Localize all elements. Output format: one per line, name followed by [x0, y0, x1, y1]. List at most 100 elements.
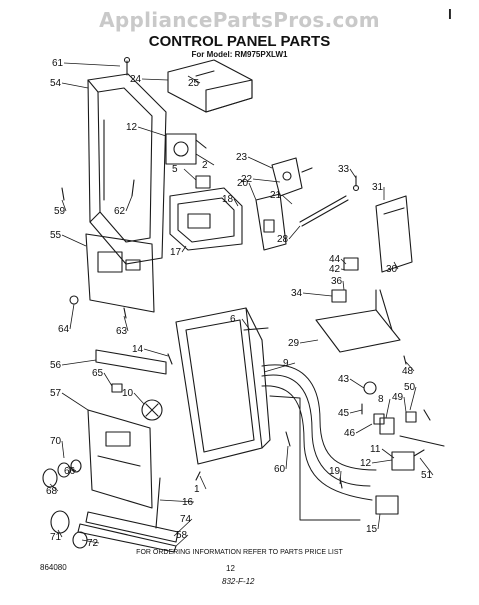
part-strip-74	[77, 511, 179, 553]
leader-line	[187, 75, 201, 84]
callout-59: 59	[54, 206, 66, 217]
leader-line	[342, 280, 345, 291]
leader-line	[81, 539, 100, 544]
leader-line	[340, 268, 347, 271]
callout-68: 68	[46, 486, 58, 497]
leader-line	[125, 195, 133, 212]
callout-49: 49	[392, 392, 404, 403]
callout-60: 60	[274, 464, 286, 475]
leader-line	[302, 292, 333, 297]
callout-65: 65	[92, 368, 104, 379]
callout-16: 16	[182, 497, 194, 508]
leader-line	[141, 78, 169, 81]
leader-line	[233, 198, 239, 207]
callout-72: 72	[87, 538, 99, 549]
callout-63: 63	[116, 326, 128, 337]
callout-51: 51	[421, 470, 433, 481]
callout-15: 15	[366, 524, 378, 535]
callout-55: 55	[50, 230, 62, 241]
part-rod-28	[299, 195, 349, 227]
part-display-board-17	[169, 187, 243, 251]
leader-line	[61, 234, 87, 247]
callout-54: 54	[50, 78, 62, 89]
callout-31: 31	[372, 182, 384, 193]
part-component-15	[375, 495, 399, 515]
callout-36: 36	[331, 276, 343, 287]
part-screw-33	[352, 175, 360, 192]
part-50	[405, 409, 431, 423]
leader-line	[393, 261, 399, 270]
leader-line	[137, 126, 167, 137]
leader-line	[241, 318, 251, 331]
callout-43: 43	[338, 374, 350, 385]
doc-code: 864080	[40, 563, 67, 572]
leader-line	[381, 448, 395, 459]
callout-6: 6	[230, 314, 236, 325]
part-8	[379, 417, 395, 435]
leader-line	[409, 386, 417, 411]
leader-line	[281, 194, 293, 205]
leader-line	[248, 182, 257, 201]
watermark: AppliancePartsPros.com	[99, 8, 380, 32]
leader-line	[299, 339, 319, 344]
callout-30: 30	[386, 264, 398, 275]
part-65	[111, 383, 123, 393]
leader-line	[288, 225, 301, 240]
part-chassis-29	[315, 289, 401, 353]
callout-45: 45	[338, 408, 350, 419]
leader-line	[355, 423, 373, 434]
leader-line	[247, 156, 273, 169]
callout-12: 12	[126, 122, 138, 133]
part-pin-60	[285, 431, 291, 447]
leader-line	[61, 359, 97, 366]
leader-line	[349, 409, 363, 414]
corner-mark: l	[448, 6, 452, 22]
leader-line	[173, 518, 193, 537]
leader-line	[199, 475, 207, 490]
leader-line	[123, 315, 129, 332]
part-strip-56	[95, 349, 167, 375]
leader-line	[339, 470, 342, 485]
callout-28: 28	[277, 234, 289, 245]
callout-leaders	[49, 62, 434, 547]
part-board-30	[375, 195, 413, 273]
leader-line	[61, 392, 89, 411]
callout-10: 10	[122, 388, 134, 399]
leader-line	[405, 361, 415, 372]
callout-22: 22	[241, 174, 253, 185]
part-front-panel-57	[87, 409, 153, 509]
leader-line	[61, 440, 65, 459]
leader-line	[195, 153, 215, 166]
callout-20: 20	[237, 178, 249, 189]
leader-line	[349, 378, 365, 389]
leader-line	[263, 362, 296, 373]
part-wiring-harness	[261, 364, 377, 521]
callout-71: 71	[50, 532, 62, 543]
callout-70: 70	[50, 436, 62, 447]
leader-line	[159, 499, 195, 503]
leader-line	[143, 348, 169, 357]
callout-23: 23	[236, 152, 248, 163]
leader-line	[63, 62, 121, 67]
callout-29: 29	[288, 338, 300, 349]
leader-line	[61, 82, 89, 89]
leader-line	[349, 168, 357, 179]
part-switch-2	[165, 133, 207, 165]
part-rod-51	[399, 435, 445, 447]
leader-line	[133, 392, 145, 405]
callout-11: 11	[370, 444, 381, 455]
callout-17: 17	[170, 247, 182, 258]
part-bracket-24	[167, 59, 253, 113]
leader-line	[403, 396, 407, 413]
part-screws-misc	[61, 179, 407, 481]
callout-66: 66	[64, 466, 76, 477]
leader-line	[419, 457, 434, 476]
leader-line	[57, 529, 63, 538]
callout-61: 61	[52, 58, 64, 69]
leader-line	[49, 483, 59, 492]
callout-64: 64	[58, 324, 70, 335]
callout-1: 1	[194, 484, 200, 495]
leader-line	[69, 303, 75, 330]
